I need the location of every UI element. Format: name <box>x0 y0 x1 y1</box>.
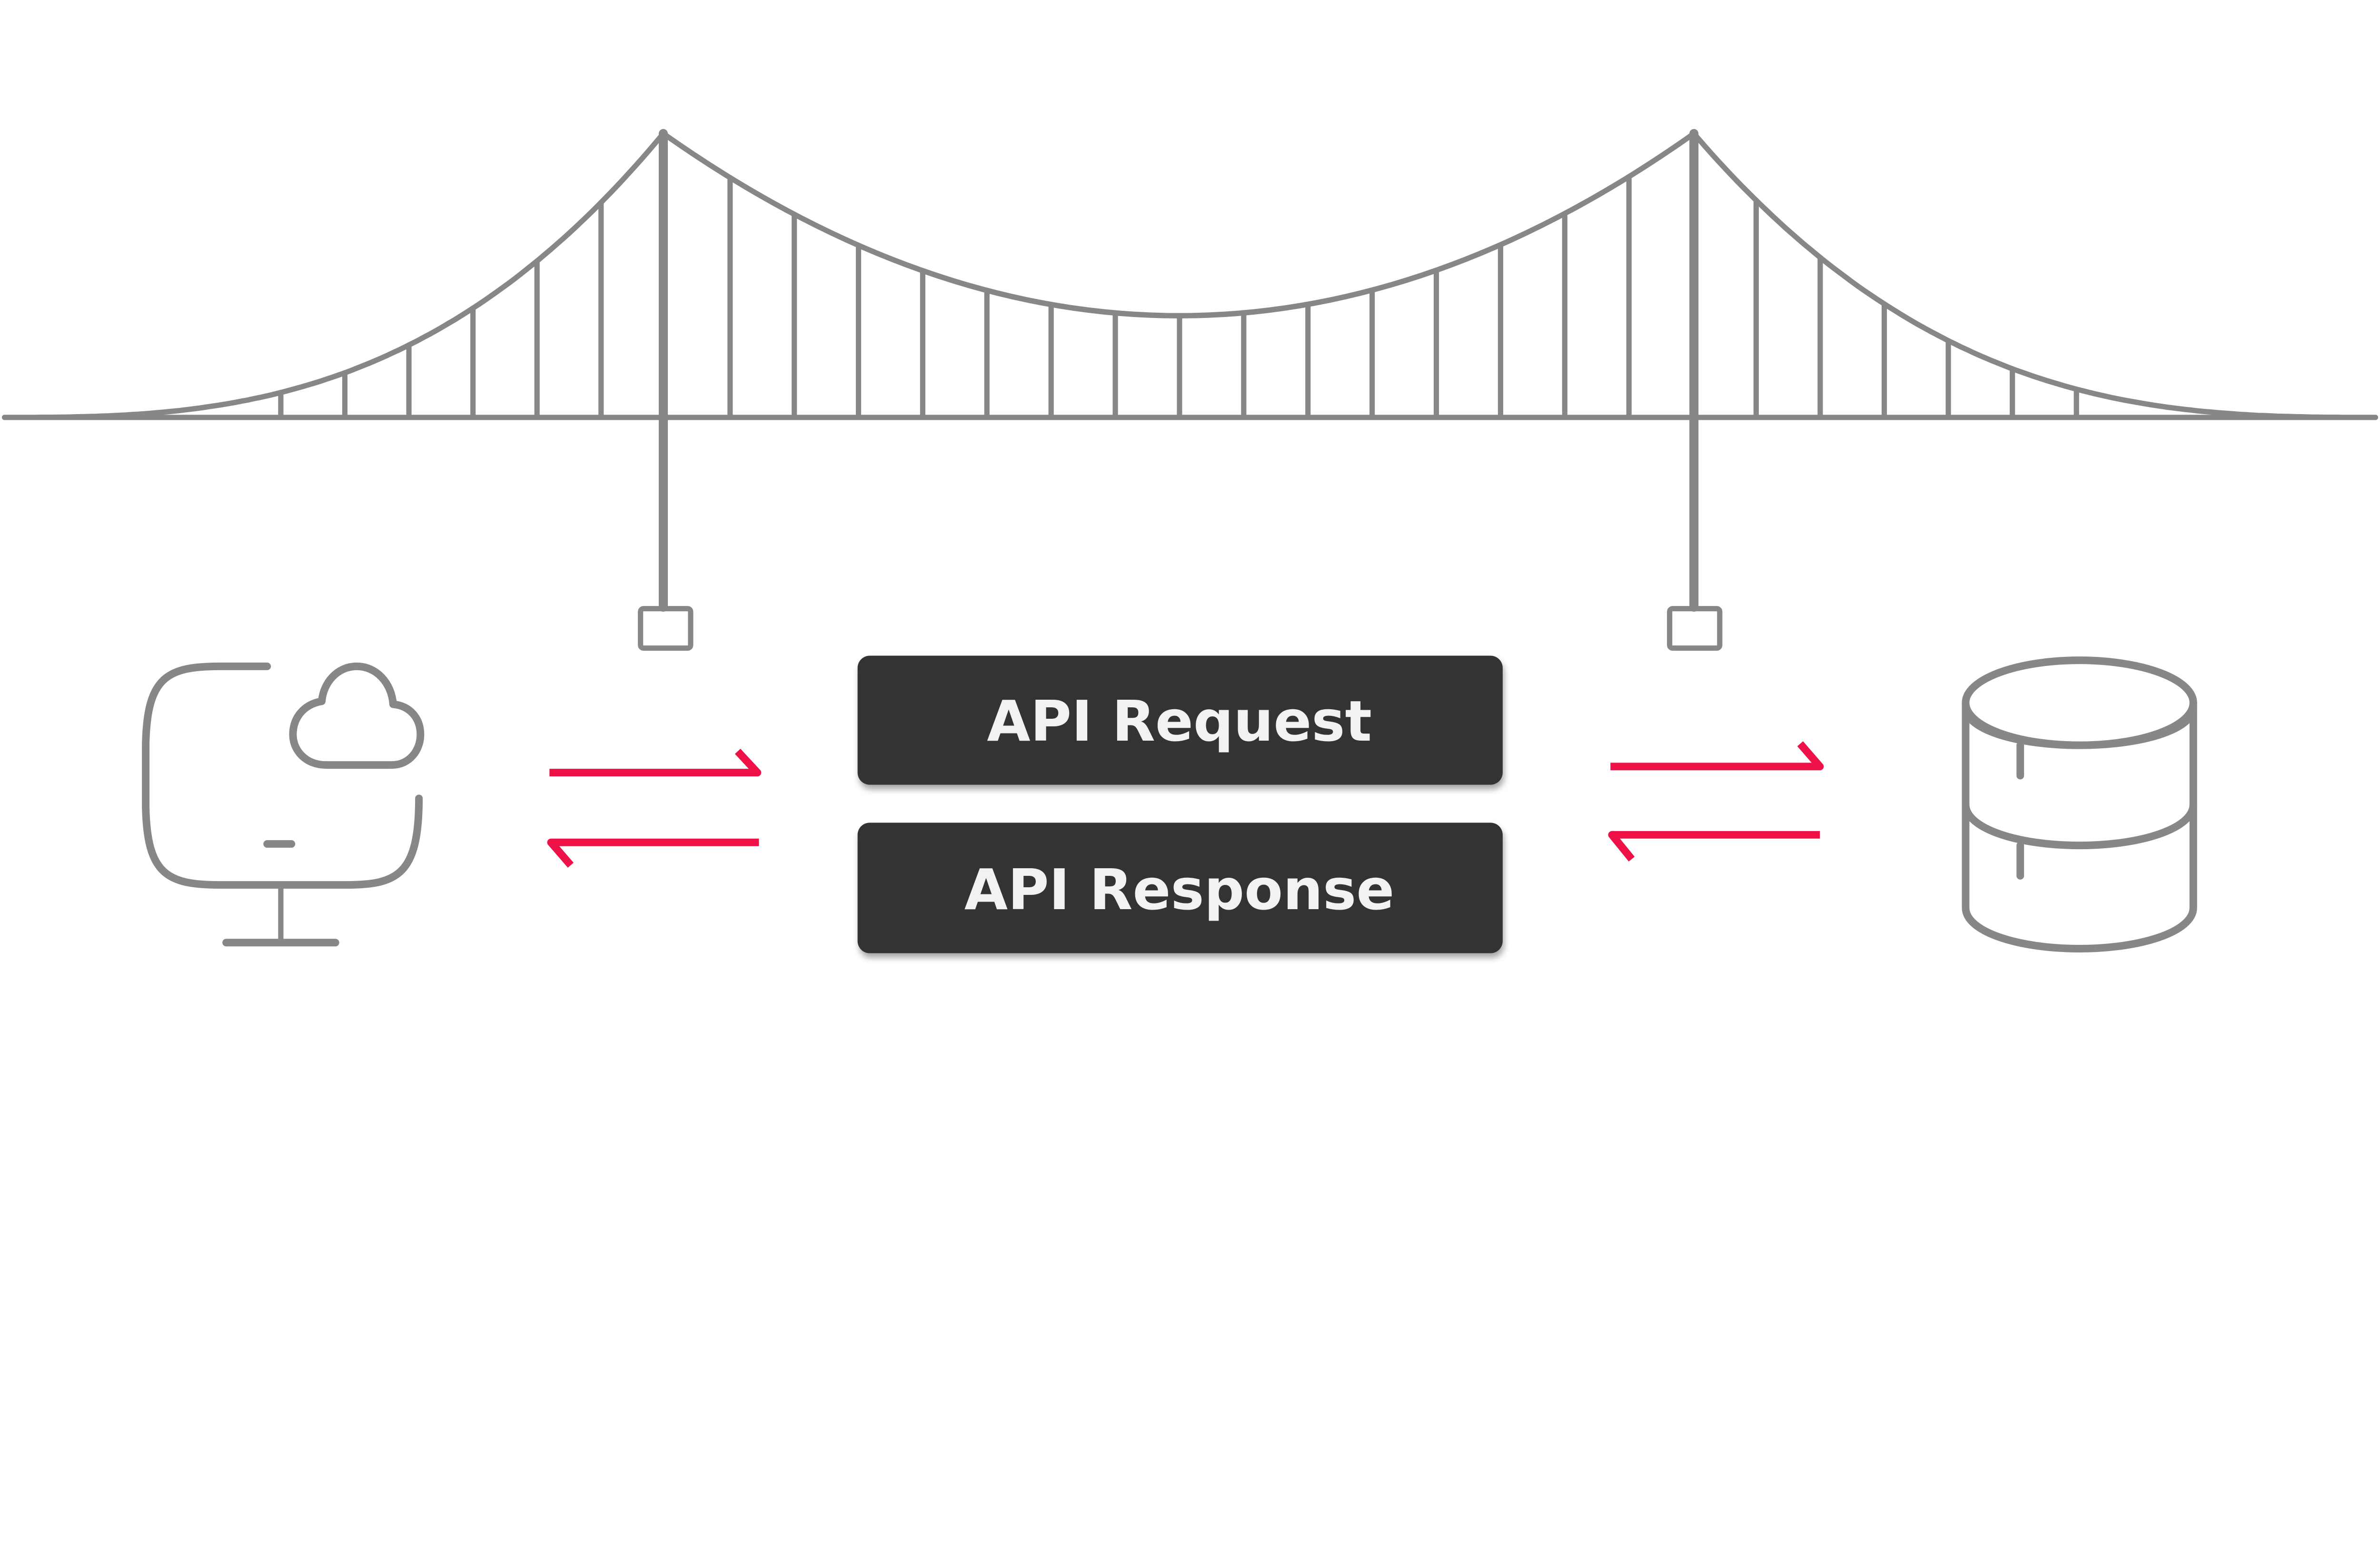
request-arrow-right-icon <box>549 749 762 777</box>
monitor-outline <box>142 662 423 889</box>
api-request-box: API Request <box>857 655 1503 785</box>
response-arrow-left-icon <box>1608 831 1820 862</box>
suspension-bridge-icon <box>1 129 2379 651</box>
api-response-label: API Response <box>964 857 1395 922</box>
left-side-cable <box>1 131 666 420</box>
database-middle-line <box>1962 801 2197 850</box>
api-bridge-diagram: API Request API Response <box>1 129 2379 953</box>
database-icon <box>1962 656 2197 952</box>
main-cable <box>660 131 1697 318</box>
response-arrow-left-icon <box>547 838 759 868</box>
database-body <box>1962 699 2197 952</box>
cloud-computer-icon <box>142 662 425 947</box>
api-request-label: API Request <box>987 688 1372 754</box>
api-response-box: API Response <box>857 823 1503 953</box>
right-side-cable <box>1691 131 2379 420</box>
request-arrow-right-icon <box>1610 741 1824 771</box>
database-inner-top <box>1962 703 2197 749</box>
right-tower-foundation <box>1667 606 1723 651</box>
left-tower-foundation <box>638 606 694 651</box>
cloud-icon <box>289 662 425 769</box>
bridge-hangers <box>278 175 2079 420</box>
